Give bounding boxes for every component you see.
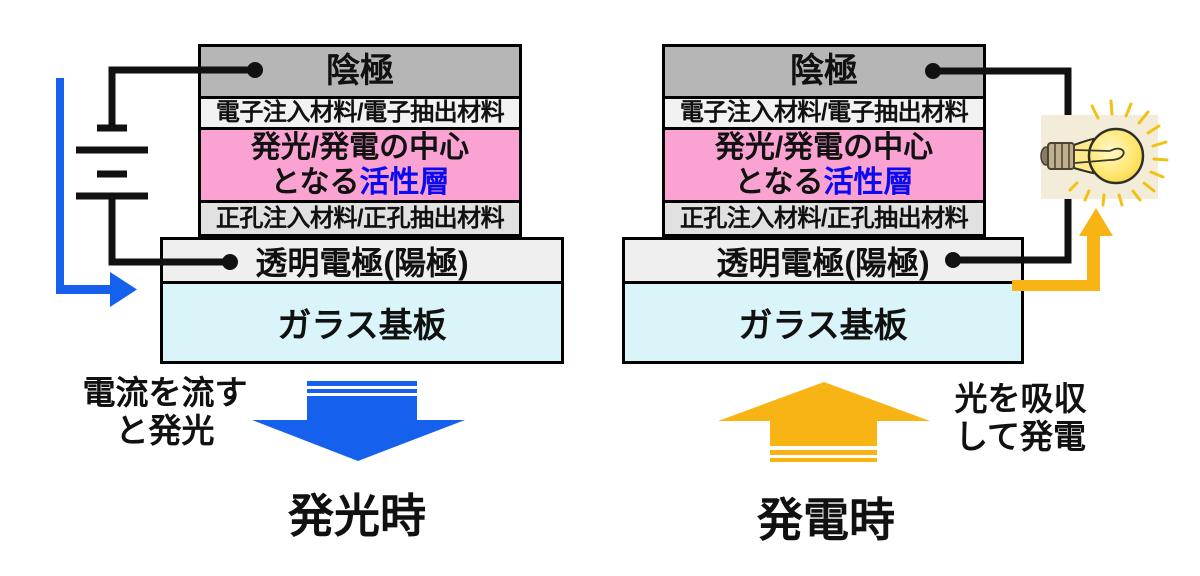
right-transparent-electrode: 透明電極(陽極) xyxy=(622,237,1024,284)
left-caption: 電流を流す と発光 xyxy=(40,374,290,450)
active-layer-line2: となる活性層 xyxy=(734,166,914,199)
right-caption-line2: して発電 xyxy=(954,418,1086,455)
active-layer-line2: となる活性層 xyxy=(270,166,450,199)
bulb-filament xyxy=(1074,147,1125,164)
active-layer-line1: 発光/発電の中心 xyxy=(250,131,470,164)
left-transparent-electrode: 透明電極(陽極) xyxy=(160,237,564,284)
electrode-label: 透明電極(陽極) xyxy=(716,244,930,281)
battery-icon xyxy=(76,124,148,200)
right-mode-label: 発電時 xyxy=(757,494,895,546)
right-caption-line1: 光を吸収 xyxy=(954,380,1087,417)
power-output-arrow xyxy=(1012,208,1113,291)
current-flow-arrow xyxy=(56,78,137,307)
right-electron-layer: 電子注入材料/電子抽出材料 xyxy=(665,96,983,127)
right-cathode-layer: 陰極 xyxy=(665,47,983,96)
left-active-layer: 発光/発電の中心 となる活性層 xyxy=(201,127,519,200)
bulb-base-cap xyxy=(1040,146,1052,166)
bulb-screw-base xyxy=(1047,142,1075,170)
bulb-background xyxy=(1041,115,1158,199)
glass-label: ガラス基板 xyxy=(738,307,908,345)
lightbulb-icon xyxy=(1040,99,1169,207)
cathode-label: 陰極 xyxy=(790,51,858,90)
hole-layer-label: 正孔注入材料/正孔抽出材料 xyxy=(679,204,969,232)
electrode-label: 透明電極(陽極) xyxy=(255,244,469,281)
right-caption: 光を吸収 して発電 xyxy=(928,380,1113,456)
left-caption-line1: 電流を流す xyxy=(82,374,248,411)
right-glass-substrate: ガラス基板 xyxy=(622,281,1024,364)
bulb-neck xyxy=(1073,137,1094,175)
active-layer-highlight: 活性層 xyxy=(359,166,450,199)
right-device-stack: 陰極 電子注入材料/電子抽出材料 発光/発電の中心 となる活性層 正孔注入材料/… xyxy=(662,44,986,237)
left-hole-layer: 正孔注入材料/正孔抽出材料 xyxy=(201,200,519,234)
active-layer-line1: 発光/発電の中心 xyxy=(714,131,934,164)
cathode-label: 陰極 xyxy=(326,51,394,90)
left-mode-label: 発光時 xyxy=(288,490,426,542)
left-glass-substrate: ガラス基板 xyxy=(160,281,564,364)
hole-layer-label: 正孔注入材料/正孔抽出材料 xyxy=(215,204,505,232)
active-layer-highlight: 活性層 xyxy=(823,166,914,199)
bulb-rays xyxy=(1068,99,1169,207)
right-hole-layer: 正孔注入材料/正孔抽出材料 xyxy=(665,200,983,234)
left-caption-line2: と発光 xyxy=(115,412,215,449)
left-device-stack: 陰極 電子注入材料/電子抽出材料 発光/発電の中心 となる活性層 正孔注入材料/… xyxy=(198,44,522,237)
bulb-glass xyxy=(1087,127,1145,185)
left-electron-layer: 電子注入材料/電子抽出材料 xyxy=(201,96,519,127)
light-absorption-arrow xyxy=(718,382,930,462)
electron-layer-label: 電子注入材料/電子抽出材料 xyxy=(215,99,505,127)
left-cathode-layer: 陰極 xyxy=(201,47,519,96)
right-active-layer: 発光/発電の中心 となる活性層 xyxy=(665,127,983,200)
glass-label: ガラス基板 xyxy=(277,307,447,345)
electron-layer-label: 電子注入材料/電子抽出材料 xyxy=(679,99,969,127)
